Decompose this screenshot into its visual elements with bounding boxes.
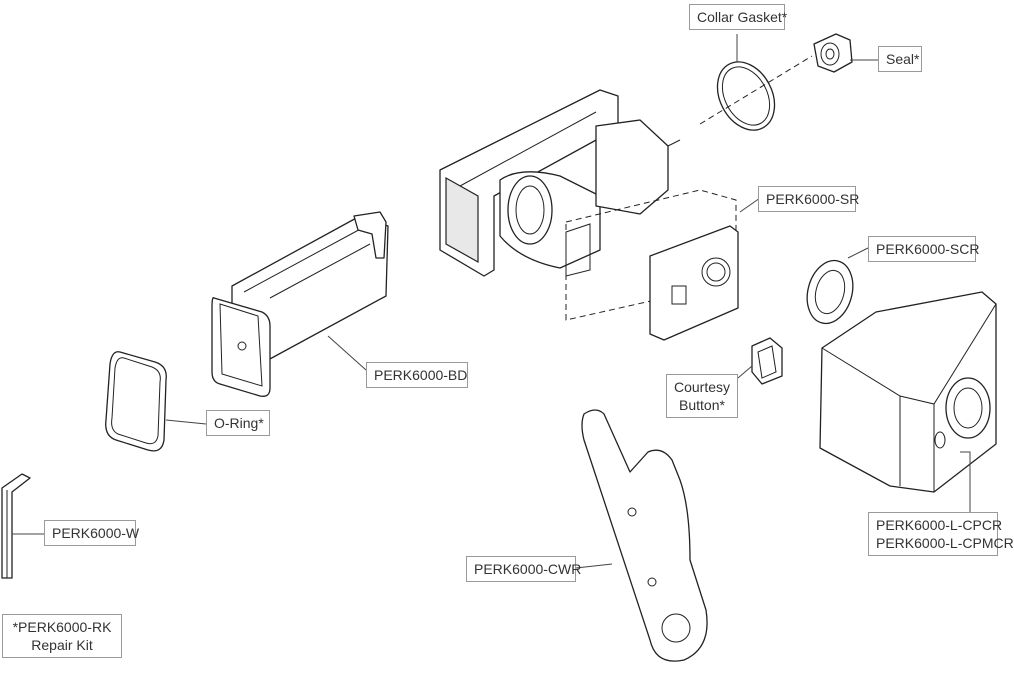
label-courtesy-line1: Courtesy: [674, 379, 731, 395]
label-sr-text: PERK6000-SR: [766, 191, 860, 207]
courtesy-button: [751, 337, 783, 385]
label-perk6000-l-cpcr: PERK6000-L-CPCR PERK6000-L-CPMCR: [868, 512, 1014, 556]
label-repair-kit: *PERK6000-RK Repair Kit: [2, 614, 122, 658]
label-cpcr-line2: PERK6000-L-CPMCR: [876, 535, 1014, 551]
label-bd-text: PERK6000-BD: [374, 367, 468, 383]
label-perk6000-bd: PERK6000-BD: [366, 362, 468, 388]
battery-drawer: [211, 211, 389, 397]
label-perk6000-cwr: PERK6000-CWR: [466, 556, 582, 582]
label-perk6000-sr: PERK6000-SR: [758, 186, 860, 212]
label-rk-line1: *PERK6000-RK: [12, 619, 112, 635]
label-cpcr-line1: PERK6000-L-CPCR: [876, 517, 1003, 533]
label-seal: Seal*: [878, 46, 922, 72]
main-housing-assembly: [439, 89, 739, 341]
exploded-parts-diagram: Collar Gasket* Seal* PERK6000-SR PERK600…: [1, 4, 1014, 662]
label-rk-line2: Repair Kit: [31, 637, 93, 653]
scr-ring: [806, 259, 854, 325]
lock-cover: [819, 291, 997, 493]
clutch-wrench: [581, 409, 708, 662]
o-ring: [105, 351, 167, 452]
label-collar-gasket: Collar Gasket*: [689, 4, 788, 30]
label-scr-text: PERK6000-SCR: [876, 241, 980, 257]
label-w-text: PERK6000-W: [52, 525, 140, 541]
leader-lines: [12, 34, 971, 569]
parts-drawing: [1, 33, 997, 662]
label-perk6000-w: PERK6000-W: [44, 520, 140, 546]
allen-wrench: [1, 473, 31, 579]
label-perk6000-scr: PERK6000-SCR: [868, 236, 980, 262]
assembly-axis: [699, 55, 813, 125]
seal: [813, 33, 853, 73]
label-o-ring: O-Ring*: [206, 410, 270, 436]
label-collar-gasket-text: Collar Gasket*: [697, 9, 788, 25]
label-courtesy-line2: Button*: [679, 397, 725, 413]
label-seal-text: Seal*: [886, 51, 920, 67]
label-cwr-text: PERK6000-CWR: [474, 561, 582, 577]
label-o-ring-text: O-Ring*: [214, 415, 264, 431]
